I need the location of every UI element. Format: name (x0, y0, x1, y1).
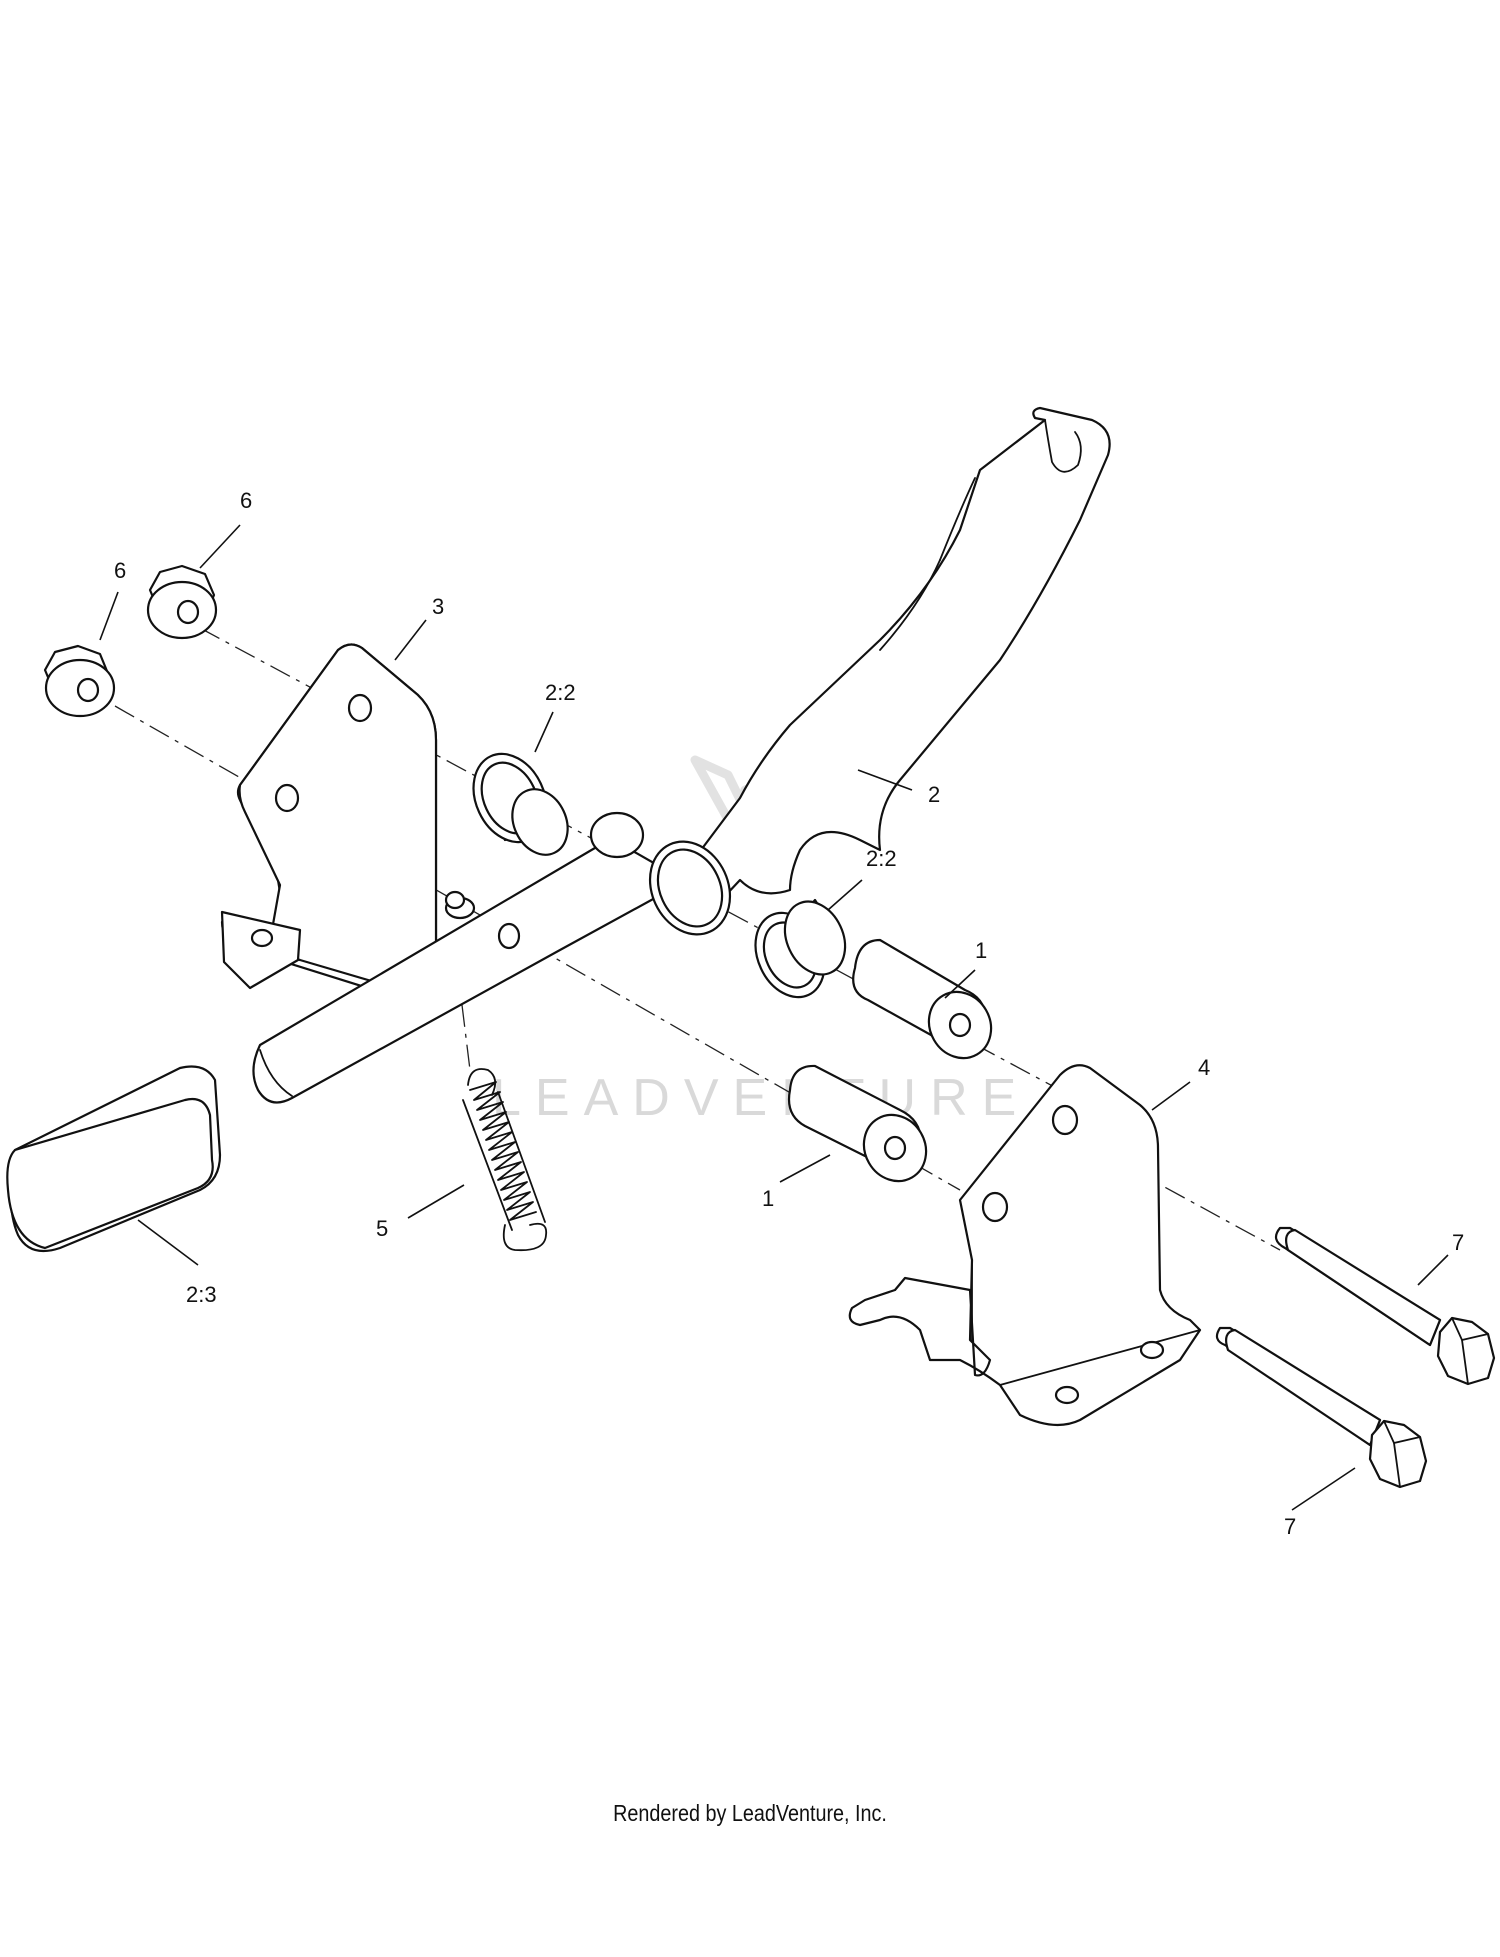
callout-labels: 6 6 3 2:2 2 2:2 1 4 1 5 2:3 7 7 (114, 488, 1464, 1539)
leader-4 (1151, 1081, 1191, 1111)
leader-6-upper (199, 524, 241, 569)
part-4-right-bracket (848, 1064, 1202, 1427)
leader-1-lower (779, 1154, 831, 1183)
part-7-hex-bolt-lower (1215, 1326, 1428, 1489)
part-1-spacer-tube-lower (787, 1064, 928, 1183)
part-5-extension-spring (462, 1068, 548, 1252)
part-2-2-bushing-upper (472, 752, 569, 856)
callout-5: 5 (376, 1216, 388, 1241)
part-6-flange-nut-lower (43, 644, 116, 718)
leadventure-watermark: LEADVENTURE (492, 755, 1030, 1127)
callout-3: 3 (432, 594, 444, 619)
part-2-2-bushing-lower (754, 898, 847, 999)
callout-1-upper: 1 (975, 938, 987, 963)
rendered-by-footer: Rendered by LeadVenture, Inc. (613, 1800, 887, 1826)
part-3-left-bracket (220, 643, 440, 1012)
callout-7-upper: 7 (1452, 1230, 1464, 1255)
leader-7-lower (1291, 1467, 1356, 1511)
leader-7-upper (1417, 1254, 1449, 1286)
leader-lines (99, 524, 1449, 1511)
leader-2-3 (137, 1219, 199, 1266)
leader-1-upper (944, 969, 976, 999)
axis-line-spring (461, 1004, 471, 1071)
callout-6-upper: 6 (240, 488, 252, 513)
callout-2-2-lower: 2:2 (866, 846, 897, 871)
leader-3 (394, 619, 427, 661)
part-1-spacer-tube-upper (852, 938, 993, 1060)
leader-2-2-upper (534, 711, 554, 753)
part-7-hex-bolt-upper (1274, 1226, 1496, 1386)
leader-2-2-lower (827, 879, 863, 911)
callout-4: 4 (1198, 1055, 1210, 1080)
callout-2-3: 2:3 (186, 1282, 217, 1307)
leader-6-lower (99, 591, 119, 641)
part-6-flange-nut-upper (146, 564, 218, 640)
callout-1-lower: 1 (762, 1186, 774, 1211)
callout-2-2-upper: 2:2 (545, 680, 576, 705)
callout-6-lower: 6 (114, 558, 126, 583)
part-2-lever-arm (252, 406, 1111, 1104)
watermark-text: LEADVENTURE (492, 1069, 1030, 1127)
callout-7-lower: 7 (1284, 1514, 1296, 1539)
callout-2: 2 (928, 782, 940, 807)
part-2-3-pedal-pad (6, 1065, 222, 1253)
leader-2 (857, 769, 913, 791)
leader-5 (407, 1184, 465, 1219)
